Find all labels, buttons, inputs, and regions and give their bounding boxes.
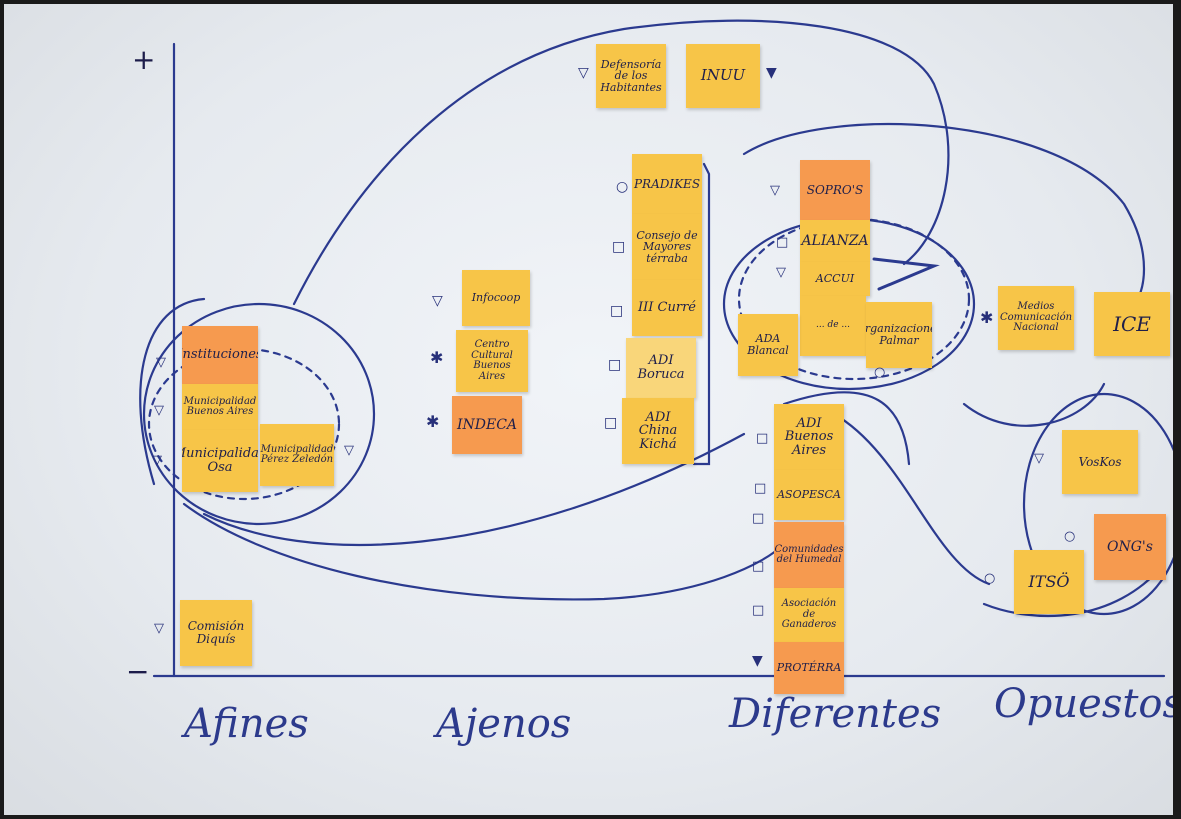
arc-upper-left [139, 297, 206, 486]
afines-ellipse-1 [142, 302, 376, 526]
triangle-icon: ▽ [156, 355, 166, 370]
square-icon: □ [756, 431, 769, 446]
note-proterra: PROTÉRRA [774, 642, 844, 694]
triangle-icon: ▽ [770, 183, 780, 198]
square-icon: □ [752, 511, 765, 526]
triangle-icon: ▽ [344, 443, 354, 458]
note-centro-cultural: Centro Cultural Buenos Aires [456, 330, 528, 392]
note-sopros: SOPRO'S [800, 160, 870, 220]
triangle-icon: ▽ [432, 293, 443, 309]
triangle-icon: ▽ [152, 453, 162, 468]
note-pradikes: PRADIKES [632, 154, 702, 214]
square-icon: □ [754, 481, 767, 496]
asterisk-icon: ✱ [980, 308, 994, 327]
circle-icon: ○ [1064, 529, 1076, 544]
flipchart-paper: + − Afines Ajenos Diferentes Opuestos De… [4, 4, 1173, 815]
category-afines: Afines [184, 701, 309, 747]
filled-triangle-icon: ▼ [752, 653, 763, 669]
square-icon: □ [752, 603, 765, 618]
note-ada-blancal: ADA Blancal [738, 314, 798, 376]
note-adi-boruca: ADI Boruca [626, 338, 696, 398]
circle-icon: ○ [616, 179, 629, 195]
note-adi-china-kicha: ADI China Kichá [622, 398, 694, 464]
link-ice-arc [742, 122, 1145, 306]
note-municipalidad-osa: Municipalidad Osa [182, 430, 258, 492]
note-accui: ACCUI [800, 262, 870, 296]
note-asopesca: ASOPESCA [774, 470, 844, 520]
triangle-icon: ▽ [154, 621, 164, 636]
note-infocoop: Infocoop [462, 270, 530, 326]
category-ajenos: Ajenos [436, 701, 572, 747]
category-opuestos: Opuestos [994, 681, 1173, 727]
link-afines-defensoria [292, 19, 950, 306]
note-ice: ICE [1094, 292, 1170, 356]
triangle-icon: ▽ [578, 65, 589, 81]
asterisk-icon: ✱ [426, 412, 440, 431]
note-instituciones: Instituciones [182, 326, 258, 384]
note-ongs: ONG's [1094, 514, 1166, 580]
triangle-icon: ▽ [776, 265, 786, 280]
link-left-bottom [182, 502, 786, 601]
note-itso: ITSÖ [1014, 550, 1084, 614]
link-itso [832, 412, 991, 586]
note-indeca: INDECA [452, 396, 522, 454]
link-left-diferentes [202, 432, 746, 546]
note-defensoria: Defensoría de los Habitantes [596, 44, 666, 108]
note-alianza: ALIANZA [800, 220, 870, 262]
axis-top-mark: + [132, 43, 156, 76]
note-inuu: INUU [686, 44, 760, 108]
opuestos-ellipse [1022, 392, 1173, 616]
asterisk-icon: ✱ [430, 348, 444, 367]
note-adi-buenos-aires: ADI Buenos Aires [774, 404, 844, 470]
link-pradikes-bracket [692, 162, 711, 466]
circle-icon: ○ [874, 365, 886, 380]
note-comunidades-humedal: Comunidades del Humedal [774, 522, 844, 588]
big-arrow [872, 257, 940, 291]
link-opuestos-down [962, 382, 1106, 427]
square-icon: □ [610, 303, 624, 319]
note-asociacion-ganaderos: Asociación de Ganaderos [774, 588, 844, 642]
triangle-icon: ▽ [1034, 451, 1044, 466]
note-consejo: Consejo de Mayores térraba [632, 214, 702, 280]
square-icon: □ [612, 239, 626, 255]
axis-bottom-mark: − [126, 655, 150, 688]
note-municipalidad-perez-zeledon: Municipalidad Pérez Zeledón [260, 424, 334, 486]
note-organizaciones-palmar: Organizaciones Palmar [866, 302, 932, 368]
circle-icon: ○ [984, 571, 996, 586]
triangle-icon: ▽ [154, 403, 164, 418]
square-icon: □ [752, 559, 765, 574]
note-iii-curre: III Curré [632, 280, 702, 336]
category-diferentes: Diferentes [729, 691, 942, 737]
square-icon: □ [608, 357, 622, 373]
note-palmar-left: ... de ... [800, 296, 866, 356]
note-voslos: VosKos [1062, 430, 1138, 494]
note-municipalidad-buenos-aires: Municipalidad Buenos Aires [182, 384, 258, 430]
square-icon: □ [604, 415, 618, 431]
note-medios: Medios Comunicación Nacional [998, 286, 1074, 350]
filled-triangle-icon: ▼ [766, 65, 777, 81]
square-icon: □ [776, 235, 789, 250]
link-adi-diferentes [782, 391, 911, 466]
note-comision-diquis: Comisión Diquís [180, 600, 252, 666]
